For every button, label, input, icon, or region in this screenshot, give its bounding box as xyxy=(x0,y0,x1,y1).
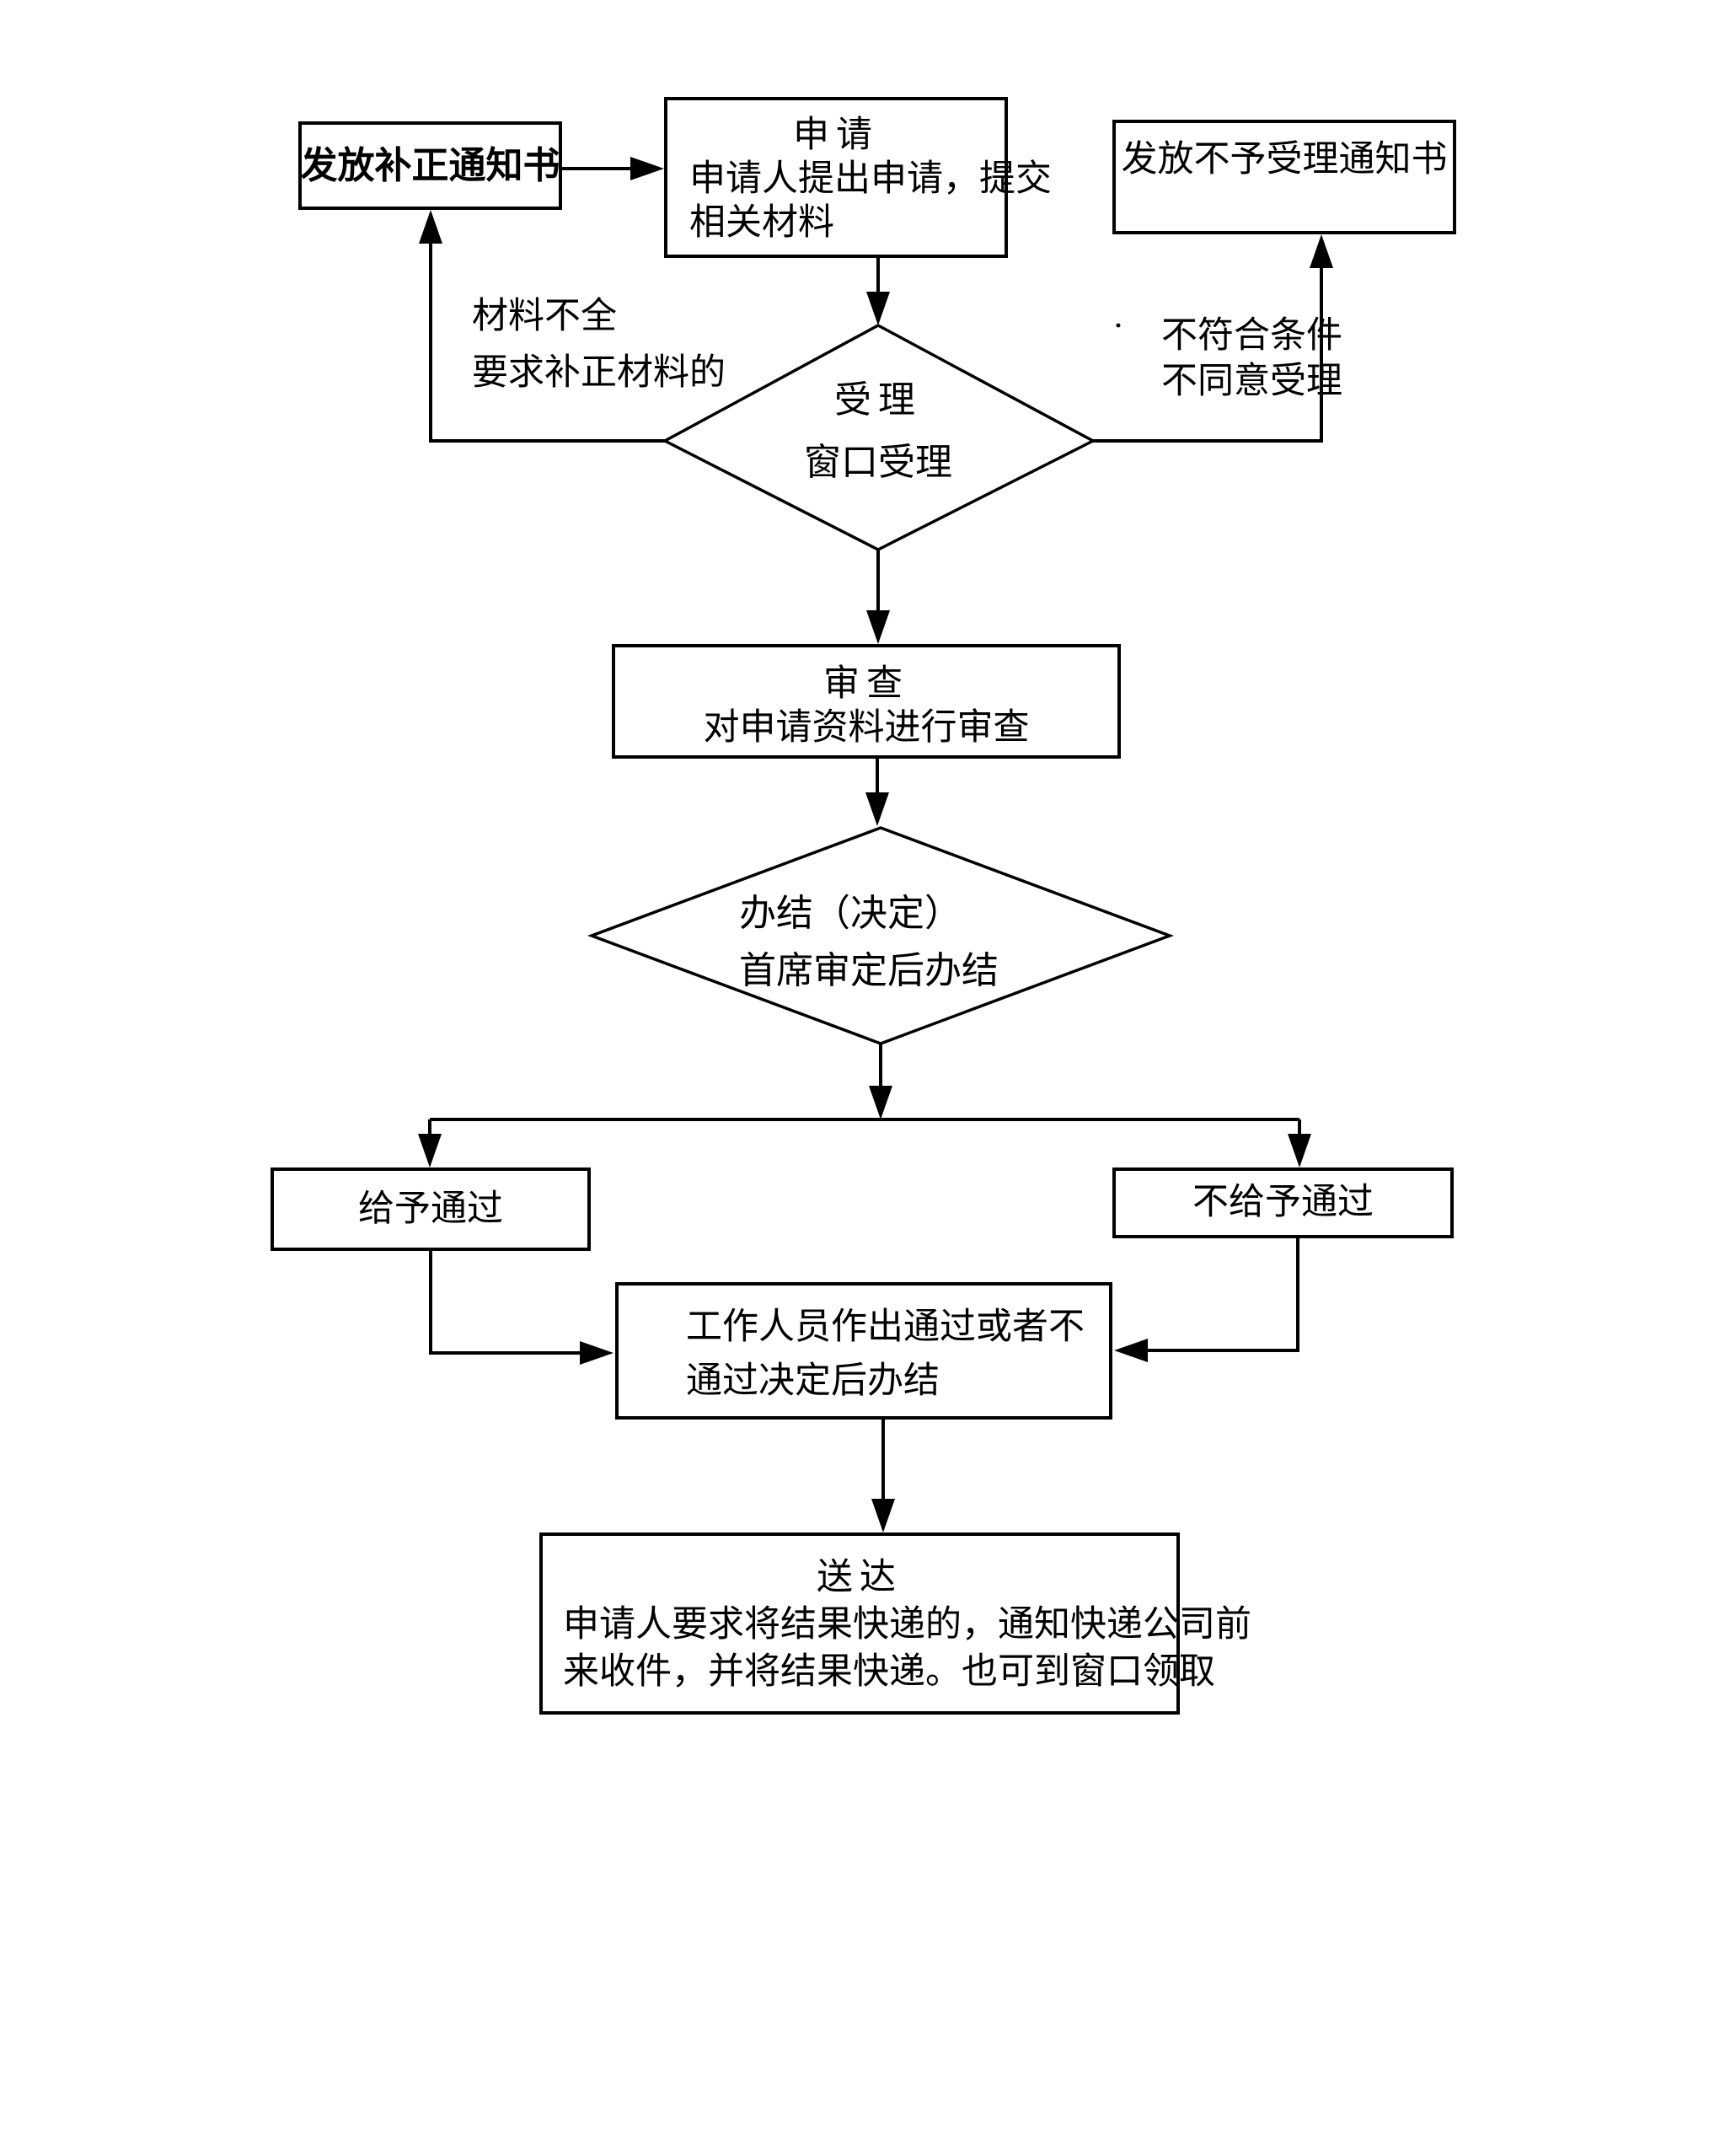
node-supplement-notice: 发放补正通知书 xyxy=(298,121,562,210)
node-title: 申请 xyxy=(793,115,879,155)
edge-disapprove-to-finalize xyxy=(1119,1238,1299,1352)
arrowhead xyxy=(580,1341,613,1365)
node-text-line: 申请人要求将结果快递的，通知快递公司前 xyxy=(563,1605,1251,1645)
arrowhead xyxy=(869,1086,892,1119)
node-text-line: 对申请资料进行审查 xyxy=(703,708,1030,748)
edge-label-line: 材料不全 xyxy=(472,297,617,336)
node-label: 发放补正通知书 xyxy=(300,144,560,186)
diamond-accept xyxy=(662,324,1096,551)
arrowhead xyxy=(630,157,664,180)
node-title: 办结（决定） xyxy=(739,893,962,934)
node-text-line: 首席审定后办结 xyxy=(739,950,999,991)
node-text-line: 相关材料 xyxy=(689,203,834,243)
node-text-line: 窗口受理 xyxy=(804,442,952,483)
arrowhead xyxy=(419,210,442,244)
diamond-accept-label: 受理 窗口受理 xyxy=(752,369,1005,494)
node-text-line: 申请人提出申请，提交 xyxy=(689,159,1052,199)
edge-label-line: 不符合条件 xyxy=(1161,316,1342,356)
node-disapprove: 不给予通过 xyxy=(1112,1167,1454,1238)
node-label: 不给予通过 xyxy=(1192,1183,1374,1222)
arrowhead xyxy=(1114,1339,1148,1362)
node-text-line: 工作人员作出通过或者不 xyxy=(686,1307,1085,1347)
node-label: 发放不予受理通知书 xyxy=(1121,140,1448,180)
edge-accept-to-reject xyxy=(1093,239,1323,443)
arrowhead xyxy=(865,792,889,826)
arrowhead xyxy=(866,610,890,644)
edge-approve-to-finalize xyxy=(429,1251,608,1355)
arrowhead xyxy=(1288,1134,1311,1167)
arrowhead xyxy=(871,1499,895,1532)
edge-label-unqualified: 不符合条件 不同意受理 xyxy=(1161,314,1342,405)
node-label: 给予通过 xyxy=(358,1189,503,1229)
node-apply: 申请 申请人提出申请，提交 相关材料 xyxy=(664,97,1052,258)
edge-label-incomplete-materials: 材料不全 要求补正材料的 xyxy=(472,288,726,401)
diamond-complete-decision-label: 办结（决定） 首席审定后办结 xyxy=(739,885,1101,1000)
edge-label-line: 不同意受理 xyxy=(1161,362,1342,401)
node-approve: 给予通过 xyxy=(271,1167,591,1251)
arrowhead xyxy=(1310,234,1333,268)
arrowhead xyxy=(866,292,890,325)
arrowhead xyxy=(418,1134,442,1167)
node-title: 受理 xyxy=(834,379,922,421)
stray-dot-mark: · xyxy=(1112,307,1124,346)
node-text-line: 通过决定后办结 xyxy=(686,1361,940,1401)
edge-accept-to-supplement xyxy=(429,216,665,443)
node-review: 审查 对申请资料进行审查 xyxy=(612,644,1121,759)
diamond-complete-decision xyxy=(587,826,1175,1045)
node-delivery: 送达 申请人要求将结果快递的，通知快递公司前 来收件，并将结果快递。也可到窗口领… xyxy=(539,1532,1251,1715)
node-finalize: 工作人员作出通过或者不 通过决定后办结 xyxy=(615,1282,1112,1420)
node-text-line: 来收件，并将结果快递。也可到窗口领取 xyxy=(563,1652,1215,1692)
node-title: 送达 xyxy=(817,1558,903,1597)
edge-label-line: 要求补正材料的 xyxy=(472,353,726,393)
node-title: 审查 xyxy=(823,664,909,704)
node-reject-notice: 发放不予受理通知书 xyxy=(1112,120,1456,234)
